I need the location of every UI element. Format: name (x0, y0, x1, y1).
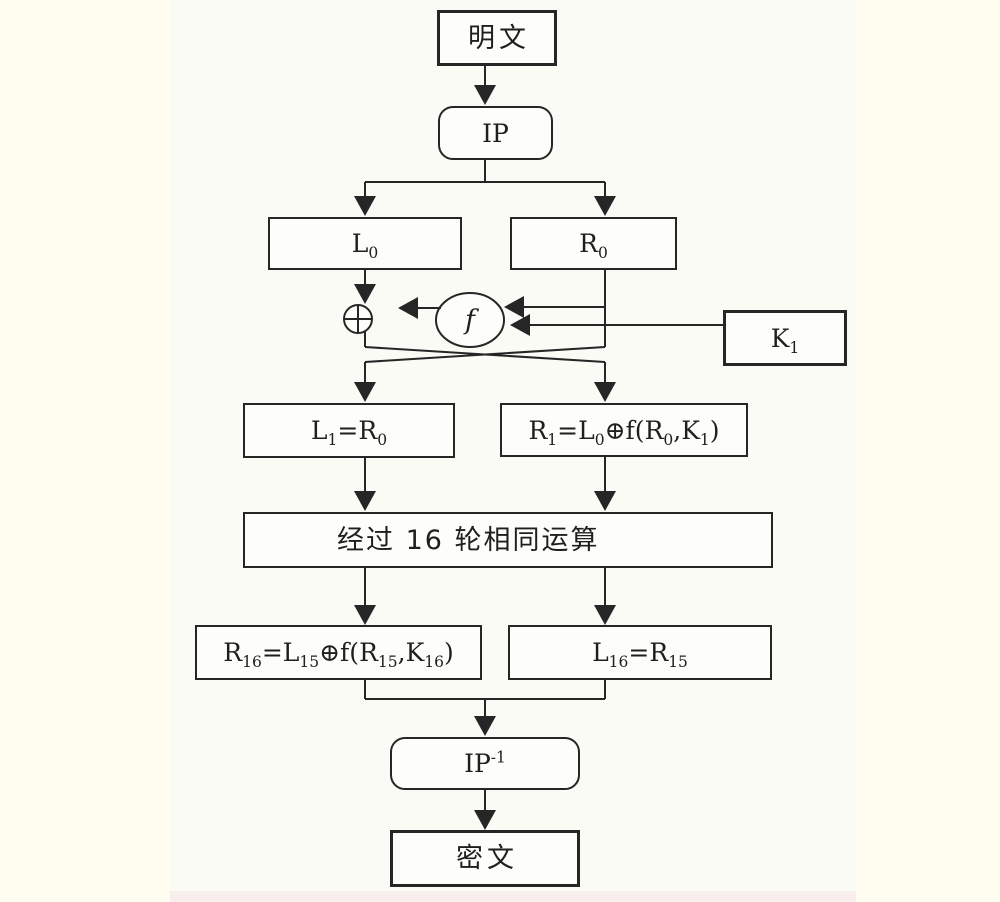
arrow-f-to-xor (398, 297, 441, 319)
r1-label: R1=L0⊕f(R0,K1) (528, 415, 720, 449)
r0-box: R0 (510, 217, 677, 270)
r16-label: R16=L15⊕f(R15,K16) (223, 638, 454, 671)
f-function-ellipse (435, 292, 505, 348)
inverse-permutation-label: IP-1 (464, 748, 506, 778)
f-function-label: f (465, 304, 475, 336)
arrow-r0-to-f (504, 296, 605, 318)
r16-box: R16=L15⊕f(R15,K16) (195, 625, 482, 680)
page-bottom-strip (170, 891, 856, 902)
connector-ip-split (354, 160, 616, 216)
l0-label: L0 (351, 229, 379, 262)
ciphertext-box: 密文 (390, 830, 580, 887)
l1-box: L1=R0 (243, 403, 455, 458)
initial-permutation-label: IP (482, 118, 509, 148)
arrow-rounds-to-l16 (594, 568, 616, 625)
sixteen-rounds-label: 经过 16 轮相同运算 (337, 524, 600, 556)
l16-label: L16=R15 (592, 638, 688, 671)
r0-label: R0 (579, 229, 608, 262)
plaintext-label: 明文 (468, 22, 530, 54)
xor-icon (343, 304, 373, 334)
arrow-r1-to-rounds (594, 457, 616, 511)
ciphertext-label: 密文 (456, 843, 518, 874)
l0-box: L0 (268, 217, 462, 270)
connector-merge-to-ip-inverse (364, 680, 606, 736)
arrow-l0-to-xor (354, 270, 376, 304)
k1-box: K1 (723, 310, 847, 366)
connector-swap-cross (354, 331, 616, 402)
arrow-rounds-to-r16 (354, 568, 376, 625)
sixteen-rounds-box: 经过 16 轮相同运算 (243, 512, 773, 568)
arrow-l1-to-rounds (354, 458, 376, 511)
arrow-k1-to-f (510, 314, 723, 336)
r1-box: R1=L0⊕f(R0,K1) (500, 403, 748, 457)
k1-label: K1 (770, 323, 800, 357)
arrow-plaintext-to-ip (474, 66, 496, 105)
arrow-ip-inverse-to-ciphertext (474, 790, 496, 830)
initial-permutation-box: IP (438, 106, 553, 160)
l16-box: L16=R15 (508, 625, 772, 680)
plaintext-box: 明文 (437, 10, 557, 66)
l1-label: L1=R0 (310, 416, 388, 449)
inverse-permutation-box: IP-1 (390, 737, 580, 790)
